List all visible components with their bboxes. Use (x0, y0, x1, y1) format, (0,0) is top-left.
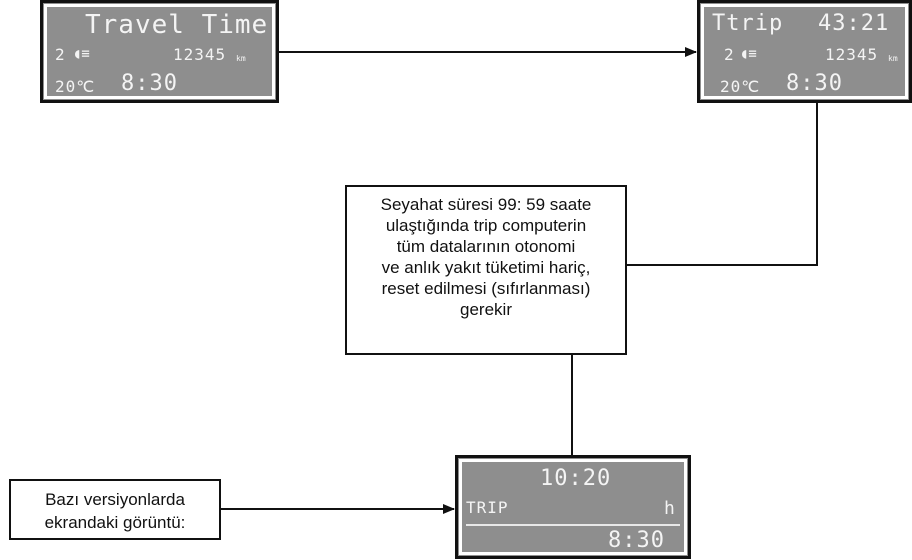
display-title: Travel Time (85, 10, 269, 40)
gear-indicator: 2 (55, 45, 66, 64)
odometer-value: 12345 (825, 45, 879, 64)
clock-value: 8:30 (121, 71, 178, 96)
trip-unit: h (664, 498, 676, 519)
clock-value: 8:30 (786, 71, 843, 96)
note-line: ve anlık yakıt tüketimi hariç, (381, 258, 591, 277)
odometer-unit: km (236, 54, 246, 63)
clock-value: 8:30 (608, 528, 665, 553)
ttrip-display: Ttrip 43:21 2 ◖≡ 12345 km 20℃ 8:30 (697, 0, 912, 103)
trip-display: 10:20 TRIP h 8:30 (455, 455, 691, 559)
headlight-icon: ◖≡ (740, 46, 757, 62)
headlight-icon: ◖≡ (73, 46, 90, 62)
note-line: Seyahat süresi 99: 59 saate (380, 195, 592, 214)
gear-indicator: 2 (724, 45, 735, 64)
temperature-value: 20℃ (720, 77, 761, 96)
note-line: ulaştığında trip computerin (385, 216, 587, 235)
ttrip-elapsed: 43:21 (818, 11, 890, 36)
trip-time: 10:20 (540, 466, 612, 491)
note-line: reset edilmesi (sıfırlanması) (381, 279, 591, 298)
display-divider (466, 524, 680, 526)
note-line: tüm datalarının otonomi (396, 237, 576, 256)
reset-explanation-box: Seyahat süresi 99: 59 saate ulaştığında … (345, 185, 627, 355)
caption-line: ekrandaki görüntü: (44, 513, 186, 532)
trip-label: TRIP (466, 498, 509, 517)
odometer-value: 12345 (173, 45, 227, 64)
caption-line: Bazı versiyonlarda (45, 490, 185, 509)
ttrip-label: Ttrip (712, 11, 784, 36)
temperature-value: 20℃ (55, 77, 96, 96)
connector-ttrip-to-note (627, 103, 818, 266)
note-line: gerekir (460, 300, 512, 319)
versions-caption-box: Bazı versiyonlarda ekrandaki görüntü: (9, 479, 221, 540)
odometer-unit: km (888, 54, 898, 63)
travel-time-display: Travel Time 2 ◖≡ 12345 km 20℃ 8:30 (40, 0, 279, 103)
